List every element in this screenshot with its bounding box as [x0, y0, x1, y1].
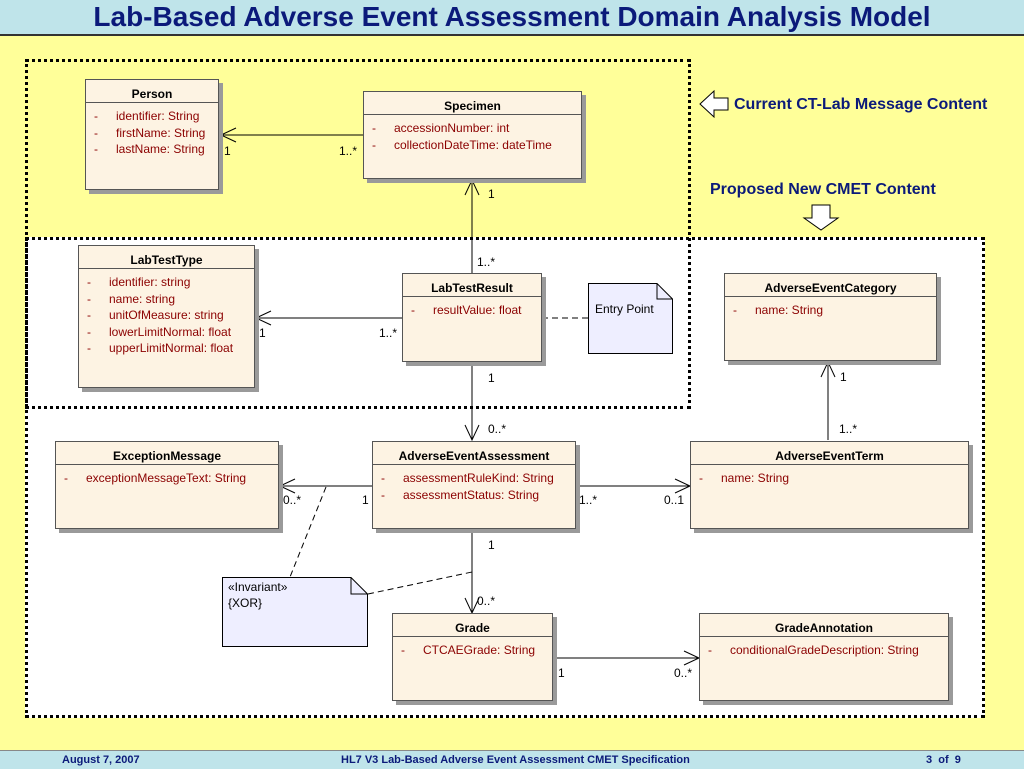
multiplicity: 0..* [674, 666, 693, 680]
attribute: -exceptionMessageText: String [64, 471, 247, 485]
attribute: -conditionalGradeDescription: String [708, 643, 919, 657]
note-invariant-xor[interactable]: «Invariant» {XOR} [222, 577, 368, 647]
multiplicity: 1 [488, 538, 495, 552]
multiplicity: 1..* [579, 493, 598, 507]
multiplicity: 0..1 [664, 493, 685, 507]
arrowhead-specimen [464, 178, 480, 196]
title-bar: Lab-Based Adverse Event Assessment Domai… [0, 0, 1024, 36]
class-name: LabTestType [130, 253, 203, 267]
multiplicity: 1..* [477, 255, 496, 269]
class-adverseeventcategory[interactable]: AdverseEventCategory -name: String [724, 273, 937, 361]
multiplicity: 1 [224, 144, 231, 158]
multiplicity: 1 [840, 370, 847, 384]
attribute: -name: String [699, 471, 790, 485]
footer-date: August 7, 2007 [62, 754, 140, 766]
class-exceptionmessage[interactable]: ExceptionMessage -exceptionMessageText: … [55, 441, 279, 529]
class-person[interactable]: Person -identifier: String -firstName: S… [85, 79, 219, 190]
attribute-list: -identifier: String -firstName: String -… [86, 103, 218, 158]
arrowhead-labtesttype [254, 310, 272, 326]
multiplicity: 1 [259, 326, 266, 340]
attribute: -identifier: string [87, 275, 191, 289]
invariant-link-grade [367, 571, 473, 595]
attribute: -unitOfMeasure: string [87, 308, 224, 322]
attribute: -upperLimitNormal: float [87, 341, 234, 355]
attribute-list: -accessionNumber: int -collectionDateTim… [364, 115, 581, 153]
attribute: -name: string [87, 291, 176, 306]
class-labtesttype[interactable]: LabTestType -identifier: string -name: s… [78, 245, 255, 388]
attribute: -firstName: String [94, 125, 206, 140]
current-ct-lab-region [25, 59, 691, 409]
note-stereotype: «Invariant» [228, 580, 288, 594]
class-specimen[interactable]: Specimen -accessionNumber: int -collecti… [363, 91, 582, 179]
class-grade[interactable]: Grade -CTCAEGrade: String [392, 613, 553, 701]
class-name: Specimen [444, 99, 501, 113]
attribute: -assessmentRuleKind: String [381, 471, 554, 485]
current-content-arrow-icon [699, 89, 729, 119]
arrowhead-exception [278, 478, 296, 494]
arrowhead-person [219, 127, 237, 143]
attribute-list: -name: String [691, 465, 968, 487]
multiplicity: 1 [488, 187, 495, 201]
class-name: Person [131, 87, 173, 101]
note-shape [588, 283, 673, 354]
note-constraint: {XOR} [228, 596, 263, 610]
proposed-content-label: Proposed New CMET Content [710, 181, 936, 198]
attribute: -name: String [733, 303, 824, 317]
multiplicity: 0..* [488, 422, 507, 436]
arrowhead-category [820, 360, 836, 378]
attribute: -CTCAEGrade: String [401, 643, 536, 657]
footer-bar: August 7, 2007 HL7 V3 Lab-Based Adverse … [0, 750, 1024, 769]
attribute: -lastName: String [94, 142, 205, 156]
class-name: LabTestResult [431, 281, 513, 295]
page-title: Lab-Based Adverse Event Assessment Domai… [93, 1, 931, 32]
invariant-link-exception [289, 486, 327, 578]
class-labtestresult[interactable]: LabTestResult -resultValue: float [402, 273, 542, 362]
footer-spec-title: HL7 V3 Lab-Based Adverse Event Assessmen… [341, 754, 690, 766]
attribute: -assessmentStatus: String [381, 487, 540, 502]
attribute-list: -resultValue: float [403, 297, 541, 319]
note-text: Entry Point [595, 302, 654, 316]
attribute-list: -exceptionMessageText: String [56, 465, 278, 487]
class-adverseeventassessment[interactable]: AdverseEventAssessment -assessmentRuleKi… [372, 441, 576, 529]
multiplicity: 0..* [477, 594, 496, 608]
class-name: GradeAnnotation [775, 621, 873, 635]
attribute-list: -conditionalGradeDescription: String [700, 637, 948, 659]
attribute: -identifier: String [94, 109, 200, 123]
class-gradeannotation[interactable]: GradeAnnotation -conditionalGradeDescrip… [699, 613, 949, 701]
proposed-content-arrow-icon [802, 204, 840, 231]
attribute-list: -CTCAEGrade: String [393, 637, 552, 659]
multiplicity: 1..* [339, 144, 358, 158]
multiplicity: 1 [488, 371, 495, 385]
note-shape [222, 577, 368, 647]
attribute: -accessionNumber: int [372, 121, 510, 135]
multiplicity: 1 [558, 666, 565, 680]
attribute-list: -assessmentRuleKind: String -assessmentS… [373, 465, 575, 503]
multiplicity: 1 [362, 493, 369, 507]
attribute-list: -name: String [725, 297, 936, 319]
class-name: ExceptionMessage [112, 449, 222, 463]
class-adverseeventterm[interactable]: AdverseEventTerm -name: String [690, 441, 969, 529]
attribute-list: -identifier: string -name: string -unitO… [79, 269, 254, 357]
note-entry-point[interactable]: Entry Point [588, 283, 673, 354]
class-name: AdverseEventAssessment [398, 449, 550, 463]
multiplicity: 0..* [283, 493, 302, 507]
multiplicity: 1..* [379, 326, 398, 340]
current-content-label: Current CT-Lab Message Content [734, 96, 988, 113]
attribute: -lowerLimitNormal: float [87, 324, 232, 339]
arrowhead-assessment [464, 424, 480, 442]
class-name: Grade [455, 621, 490, 635]
attribute: -collectionDateTime: dateTime [372, 137, 552, 152]
class-name: AdverseEventCategory [764, 281, 897, 295]
class-name: AdverseEventTerm [775, 449, 884, 463]
footer-page-number: 3 of 9 [926, 754, 961, 766]
multiplicity: 1..* [839, 422, 858, 436]
attribute: -resultValue: float [411, 303, 522, 317]
